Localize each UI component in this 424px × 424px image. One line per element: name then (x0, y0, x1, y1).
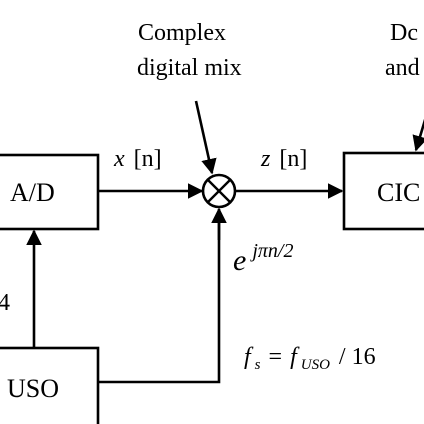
right-label-line2: and (385, 55, 420, 81)
fs-equation: f s = f USO / 16 (244, 344, 376, 373)
cic-label: CIC (377, 178, 420, 207)
uso-to-mixer-line (98, 211, 221, 384)
x-signal-label: x [n] (113, 146, 162, 172)
exp-base: e (233, 244, 246, 277)
fuso-sub: USO (301, 357, 330, 373)
z-index: [n] (279, 146, 307, 172)
mix-pointer-arrow (194, 100, 217, 175)
cic-block (342, 151, 424, 231)
fs-sub: s (255, 357, 261, 373)
cic-pointer-arrow (412, 118, 424, 152)
z-var: z (260, 146, 271, 172)
exp-power: jπn/2 (249, 240, 293, 262)
mix-label-line1: Complex (138, 20, 226, 46)
ad-label: A/D (10, 178, 55, 207)
fs-divisor: / 16 (339, 344, 376, 370)
exp-label: e jπn/2 (233, 240, 293, 277)
x-var: x (113, 146, 125, 172)
mixer-icon (201, 173, 237, 209)
fuso-var: f (290, 344, 300, 370)
right-label-line1: Dc (390, 20, 418, 46)
uso-label: USO (7, 374, 59, 403)
fs-var: f (244, 344, 254, 370)
z-signal-label: z [n] (260, 146, 307, 172)
mix-label-line2: digital mix (137, 55, 242, 81)
x-index: [n] (134, 146, 162, 172)
uso-block (0, 346, 100, 424)
left-edge-number: 4 (0, 290, 10, 316)
fs-eq: = (269, 344, 283, 370)
